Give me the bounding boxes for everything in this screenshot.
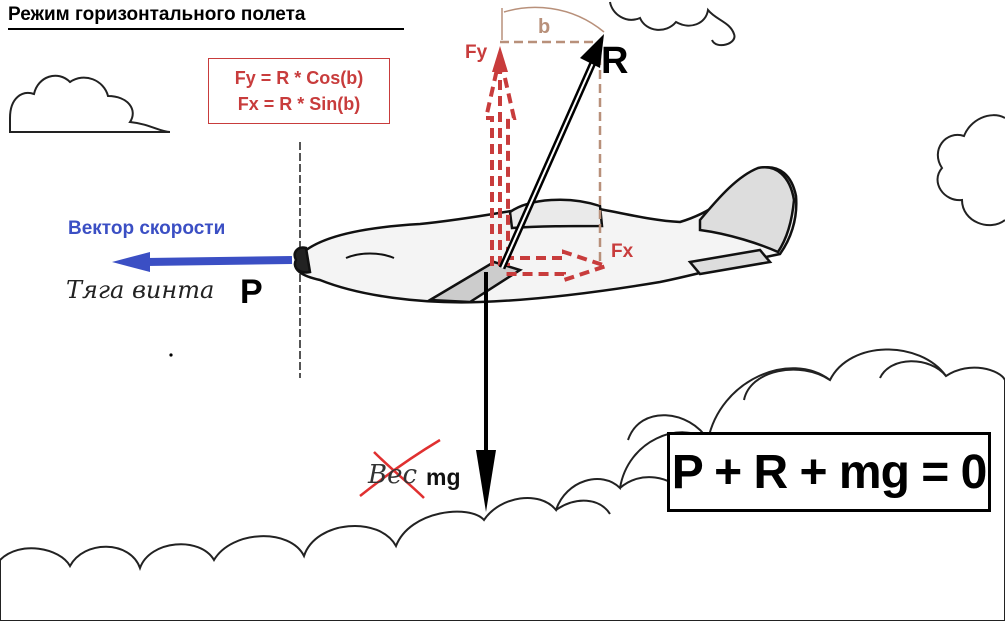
speed-vector-label: Вектор скорости	[68, 218, 226, 239]
canopy	[508, 198, 604, 230]
cross-out-mark	[359, 438, 441, 499]
fy-label: Fy	[465, 42, 488, 63]
spinner	[293, 246, 312, 274]
velocity-arrowhead	[112, 252, 150, 272]
cross-stroke-2	[373, 451, 425, 499]
thrust-symbol: P	[240, 273, 263, 311]
formula-fy: Fy = R * Cos(b)	[234, 68, 364, 88]
cloud-right	[936, 114, 1005, 227]
component-guides	[500, 6, 605, 268]
angle-label: b	[538, 16, 551, 38]
velocity-vector	[112, 252, 293, 272]
cloud-top-left	[9, 74, 171, 133]
r-label: R	[601, 40, 629, 82]
cloud-top-center	[609, 1, 736, 47]
fy-arrowhead	[492, 46, 508, 72]
velocity-line	[145, 256, 293, 266]
exhaust-detail	[345, 252, 395, 259]
r-line-inner	[501, 55, 597, 269]
speck-dot	[169, 353, 173, 357]
equilibrium-equation: P + R + mg = 0	[671, 445, 988, 499]
page-title: Режим горизонтального полета	[8, 4, 404, 30]
fx-label: Fx	[611, 241, 634, 262]
airplane	[293, 142, 798, 378]
weight-crossed-label: Вес	[368, 460, 418, 490]
r-resultant	[498, 34, 604, 270]
cross-stroke-1	[359, 438, 441, 497]
formula-fx: Fx = R * Sin(b)	[237, 94, 361, 114]
horizontal-stabilizer	[687, 248, 773, 276]
fx-outline	[504, 249, 613, 283]
angle-arc	[503, 6, 605, 33]
r-arrowhead	[580, 34, 604, 68]
tail-fin	[698, 166, 796, 254]
thrust-label: Тяга винта	[66, 276, 215, 304]
cloud-bottom-detail	[555, 360, 947, 515]
wing	[425, 260, 523, 304]
weight-label: mg	[426, 464, 461, 490]
fx-component	[504, 249, 613, 283]
equation-box: P + R + mg = 0	[667, 432, 991, 512]
formula-box: Fy = R * Cos(b) Fx = R * Sin(b)	[208, 58, 390, 124]
weight-arrowhead	[476, 450, 496, 512]
weight-vector	[476, 272, 496, 512]
